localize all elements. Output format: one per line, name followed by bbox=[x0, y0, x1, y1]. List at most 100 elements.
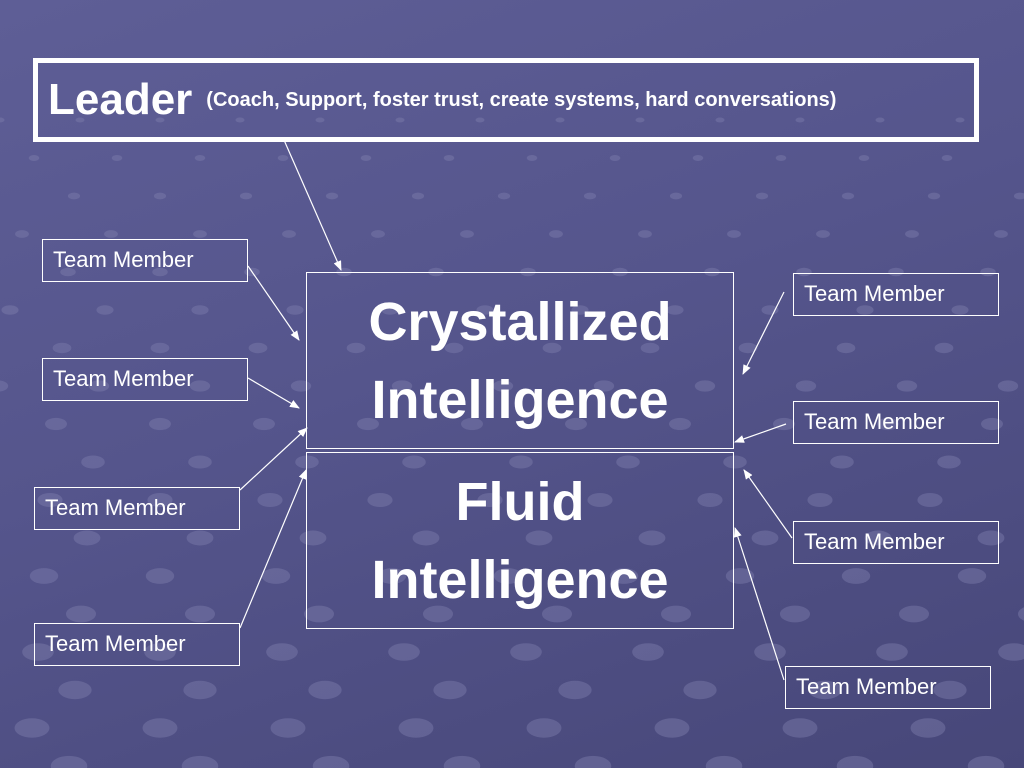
background-dot bbox=[460, 230, 474, 238]
background-dot bbox=[73, 530, 101, 546]
background-dot bbox=[411, 192, 425, 200]
crystallized-line-1: Crystallized bbox=[368, 291, 672, 352]
background-dot bbox=[183, 680, 217, 700]
background-dot bbox=[475, 117, 485, 123]
background-dot bbox=[864, 530, 892, 546]
team-member-left-3: Team Member bbox=[34, 487, 240, 530]
background-dot bbox=[669, 417, 691, 431]
arrow-right-3 bbox=[743, 469, 793, 539]
background-dot bbox=[751, 530, 779, 546]
leader-box: Leader (Coach, Support, foster trust, cr… bbox=[33, 58, 979, 142]
background-dot bbox=[635, 117, 645, 123]
background-dot bbox=[186, 530, 214, 546]
background-dot bbox=[189, 380, 211, 392]
background-dot bbox=[443, 755, 481, 768]
background-dot bbox=[951, 305, 969, 315]
background-dot bbox=[402, 455, 426, 469]
background-dot bbox=[616, 455, 640, 469]
background-dot bbox=[52, 342, 72, 354]
background-dot bbox=[461, 417, 483, 431]
background-dot bbox=[541, 605, 573, 623]
background-dot bbox=[476, 305, 494, 315]
background-dot bbox=[357, 417, 379, 431]
background-dot bbox=[927, 192, 941, 200]
background-dot bbox=[65, 605, 97, 623]
background-dot bbox=[142, 718, 178, 738]
background-dot bbox=[391, 380, 413, 392]
background-dot bbox=[727, 230, 741, 238]
arrow-left-3 bbox=[239, 427, 308, 491]
background-dot bbox=[493, 568, 523, 584]
background-dot bbox=[583, 192, 597, 200]
background-dot bbox=[0, 380, 9, 392]
background-dot bbox=[194, 155, 206, 161]
background-dot bbox=[412, 530, 440, 546]
background-dot bbox=[609, 568, 639, 584]
arrow-right-4 bbox=[733, 527, 785, 681]
background-dot bbox=[155, 117, 165, 123]
background-dot bbox=[509, 455, 533, 469]
background-dot bbox=[779, 605, 811, 623]
background-dot bbox=[0, 117, 5, 123]
background-dot bbox=[308, 680, 342, 700]
background-dot bbox=[841, 568, 871, 584]
background-dot bbox=[587, 493, 613, 507]
background-dot bbox=[193, 230, 207, 238]
background-dot bbox=[640, 342, 660, 354]
background-dot bbox=[58, 680, 92, 700]
background-dot bbox=[312, 755, 350, 768]
arrow-right-1 bbox=[742, 291, 785, 375]
background-dot bbox=[836, 342, 856, 354]
background-dot bbox=[181, 755, 219, 768]
background-dot bbox=[1017, 607, 1024, 621]
background-dot bbox=[492, 380, 514, 392]
background-dot bbox=[905, 230, 919, 238]
background-dot bbox=[303, 605, 335, 623]
background-dot bbox=[755, 192, 769, 200]
background-dot bbox=[830, 455, 854, 469]
background-dot bbox=[81, 455, 105, 469]
background-dot bbox=[286, 305, 304, 315]
background-dot bbox=[497, 192, 511, 200]
background-dot bbox=[60, 267, 76, 277]
arrow-leader-to-crystallized bbox=[283, 139, 342, 271]
background-dot bbox=[37, 493, 63, 507]
background-dot bbox=[1, 305, 19, 315]
background-dot bbox=[395, 117, 405, 123]
background-dot bbox=[896, 380, 918, 392]
background-dot bbox=[261, 568, 291, 584]
background-dot bbox=[111, 155, 123, 161]
background-dot bbox=[239, 192, 253, 200]
team-member-left-2: Team Member bbox=[42, 358, 248, 401]
background-dot bbox=[660, 605, 692, 623]
background-dot bbox=[525, 530, 553, 546]
background-dot bbox=[188, 455, 212, 469]
background-dot bbox=[184, 605, 216, 623]
background-dot bbox=[632, 643, 664, 661]
background-dot bbox=[694, 380, 716, 392]
background-dot bbox=[836, 755, 874, 768]
background-dot bbox=[433, 680, 467, 700]
background-dot bbox=[1013, 192, 1024, 200]
background-dot bbox=[692, 155, 704, 161]
arrow-left-2 bbox=[247, 377, 300, 409]
background-dot bbox=[858, 155, 870, 161]
fluid-intelligence-box: Fluid Intelligence bbox=[306, 452, 734, 629]
background-dot bbox=[723, 455, 747, 469]
background-dot bbox=[22, 643, 54, 661]
background-dot bbox=[282, 230, 296, 238]
background-dot bbox=[782, 718, 818, 738]
background-dot bbox=[29, 568, 59, 584]
background-dot bbox=[565, 417, 587, 431]
background-dot bbox=[941, 155, 953, 161]
background-dot bbox=[754, 643, 786, 661]
background-dot bbox=[150, 342, 170, 354]
background-dot bbox=[388, 643, 420, 661]
background-dot bbox=[104, 230, 118, 238]
background-dot bbox=[937, 455, 961, 469]
background-dot bbox=[933, 680, 967, 700]
background-dot bbox=[997, 380, 1019, 392]
background-dot bbox=[980, 267, 996, 277]
team-member-right-1: Team Member bbox=[793, 273, 999, 316]
